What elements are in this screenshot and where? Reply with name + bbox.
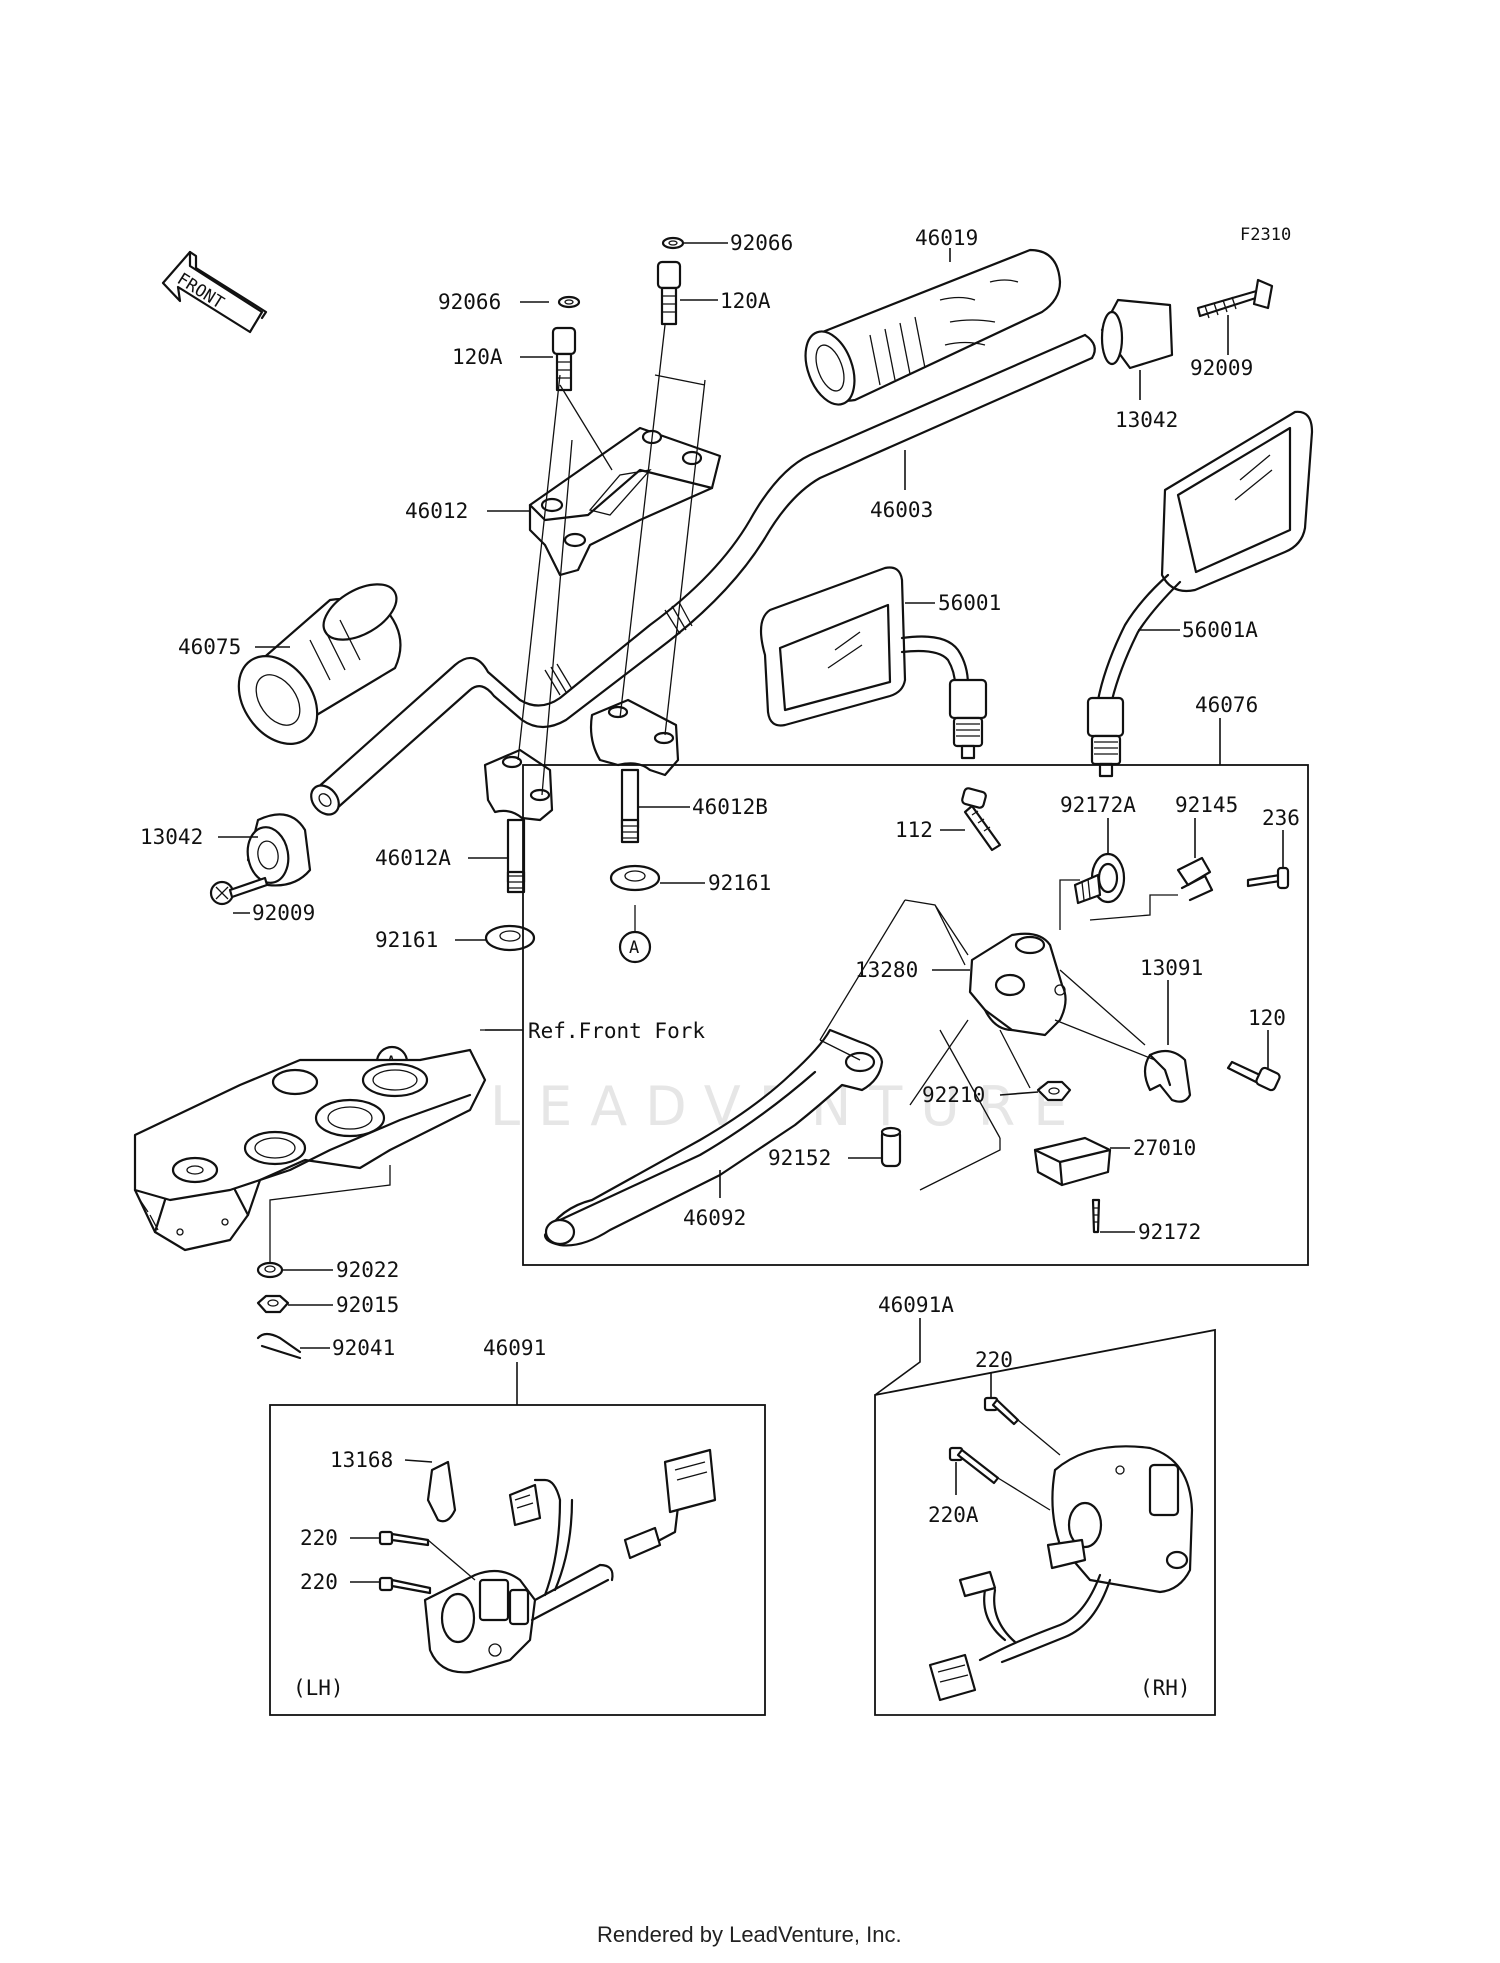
switch-27010 — [1033, 1136, 1112, 1187]
handlebar-46003 — [310, 333, 1096, 816]
label-220-rh: 220 — [975, 1348, 1013, 1372]
label-112: 112 — [895, 818, 933, 842]
nut-92210 — [1036, 1080, 1072, 1102]
grip-46019 — [804, 248, 1062, 406]
screw-92009-left — [209, 876, 269, 906]
label-120a-left: 120A — [452, 345, 503, 369]
label-46012: 46012 — [405, 499, 468, 523]
handlebar-holder-46012b — [589, 698, 680, 844]
label-220-lh-2: 220 — [300, 1570, 338, 1594]
label-13042-left: 13042 — [140, 825, 203, 849]
pin-92041 — [256, 1332, 302, 1360]
callout-a-upper: A — [618, 905, 652, 964]
side-lh-label: (LH) — [293, 1676, 344, 1700]
label-56001a: 56001A — [1182, 618, 1258, 642]
label-220a-rh: 220A — [928, 1503, 979, 1527]
label-13091: 13091 — [1140, 956, 1203, 980]
label-92172: 92172 — [1138, 1220, 1201, 1244]
lever-46092 — [543, 1028, 884, 1247]
adjuster-92172a — [1073, 852, 1126, 905]
label-120: 120 — [1248, 1006, 1286, 1030]
front-arrow-icon: FRONT — [161, 250, 268, 334]
washer-92066-top — [661, 236, 685, 250]
label-13042-right: 13042 — [1115, 408, 1178, 432]
bolt-112 — [961, 787, 1002, 852]
label-46076: 46076 — [1195, 693, 1258, 717]
switch-housing-lh-46091 — [423, 1448, 717, 1674]
bolt-120 — [1226, 1060, 1281, 1092]
label-27010: 27010 — [1133, 1136, 1196, 1160]
label-92066-left: 92066 — [438, 290, 501, 314]
label-46012b: 46012B — [692, 795, 768, 819]
handlebar-holder-46012 — [528, 426, 722, 577]
label-92066-top: 92066 — [730, 231, 793, 255]
screws-220-lh — [378, 1530, 476, 1595]
washer-92161-left — [484, 924, 536, 952]
assembly-box-46091a — [874, 1328, 1216, 1716]
reference-front-fork: Ref.Front Fork — [528, 1019, 705, 1043]
label-46019: 46019 — [915, 226, 978, 250]
label-92009-right: 92009 — [1190, 356, 1253, 380]
label-92041: 92041 — [332, 1336, 395, 1360]
label-92022: 92022 — [336, 1258, 399, 1282]
label-56001: 56001 — [938, 591, 1001, 615]
label-120a-right: 120A — [720, 289, 771, 313]
washer-92022 — [256, 1261, 284, 1279]
bolt-120a-left — [551, 326, 577, 392]
washer-92066-left — [557, 295, 581, 309]
label-46091: 46091 — [483, 1336, 546, 1360]
label-92161-right: 92161 — [708, 871, 771, 895]
nut-92015 — [256, 1294, 290, 1314]
screw-236 — [1246, 866, 1290, 890]
label-13168: 13168 — [330, 1448, 393, 1472]
handlebar-holder-46012a — [483, 748, 554, 894]
label-46003: 46003 — [870, 498, 933, 522]
collar-92152 — [880, 1126, 902, 1168]
screws-220-rh — [948, 1396, 1061, 1511]
bar-end-13042-right — [1100, 298, 1174, 370]
label-92145: 92145 — [1175, 793, 1238, 817]
label-92172a: 92172A — [1060, 793, 1136, 817]
label-13280: 13280 — [855, 958, 918, 982]
footer-credit: Rendered by LeadVenture, Inc. — [597, 1922, 902, 1947]
label-46012a: 46012A — [375, 846, 451, 870]
assembly-box-46076 — [522, 764, 1309, 1266]
callout-a-upper-label: A — [629, 938, 639, 958]
label-92152: 92152 — [768, 1146, 831, 1170]
spring-92145 — [1176, 856, 1214, 902]
label-92009-left: 92009 — [252, 901, 315, 925]
upper-triple-clamp — [133, 1048, 487, 1252]
screw-92172 — [1091, 1198, 1101, 1234]
bolt-120a-right — [656, 260, 682, 326]
lever-holder-13280 — [968, 932, 1067, 1037]
figure-code: F2310 — [1240, 225, 1291, 245]
side-rh-label: (RH) — [1140, 1676, 1191, 1700]
label-92015: 92015 — [336, 1293, 399, 1317]
screw-92009-right — [1196, 278, 1274, 319]
label-220-lh-1: 220 — [300, 1526, 338, 1550]
label-46092: 46092 — [683, 1206, 746, 1230]
label-236: 236 — [1262, 806, 1300, 830]
mirror-56001 — [759, 566, 988, 760]
mirror-56001a — [1086, 410, 1314, 778]
switch-housing-rh-46091a — [928, 1445, 1194, 1702]
bar-end-13042-left — [246, 813, 312, 887]
label-92210: 92210 — [922, 1083, 985, 1107]
washer-92161-right — [609, 864, 661, 892]
label-46091a: 46091A — [878, 1293, 954, 1317]
label-46075: 46075 — [178, 635, 241, 659]
label-92161-left: 92161 — [375, 928, 438, 952]
grip-46075 — [237, 583, 402, 745]
